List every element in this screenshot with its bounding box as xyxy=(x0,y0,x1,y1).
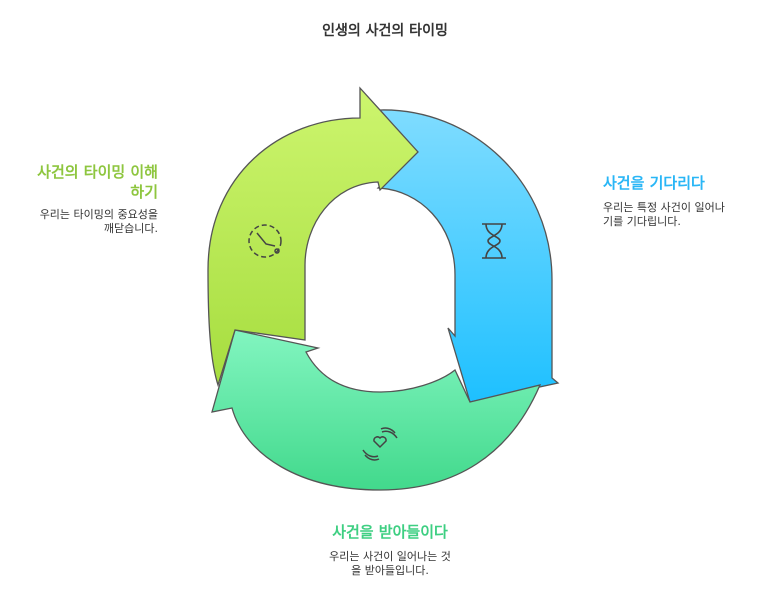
desc-line: 우리는 사건이 일어나는 것 xyxy=(329,550,451,563)
desc-line: 우리는 특정 사건이 일어나 xyxy=(603,201,725,214)
hands-heart-icon xyxy=(362,427,398,461)
desc-line: 깨닫습니다. xyxy=(103,222,158,235)
arrow-blue xyxy=(376,109,560,403)
arrow-teal xyxy=(211,329,542,491)
desc-line: 우리는 타이밍의 중요성을 xyxy=(39,208,158,221)
desc-line: 을 받아들입니다. xyxy=(351,564,429,577)
heading-line: 하기 xyxy=(130,183,158,201)
desc-line: 기를 기다립니다. xyxy=(603,215,681,228)
step-heading: 사건을 받아들이다 xyxy=(332,523,448,541)
step-heading: 사건을 기다리다 xyxy=(603,174,705,192)
heading-line: 사건의 타이밍 이해 xyxy=(37,163,158,181)
clock-icon xyxy=(248,224,282,258)
hourglass-icon xyxy=(482,223,506,259)
diagram-title: 인생의 사건의 타이밍 xyxy=(322,23,448,39)
arrow-green xyxy=(207,86,419,388)
